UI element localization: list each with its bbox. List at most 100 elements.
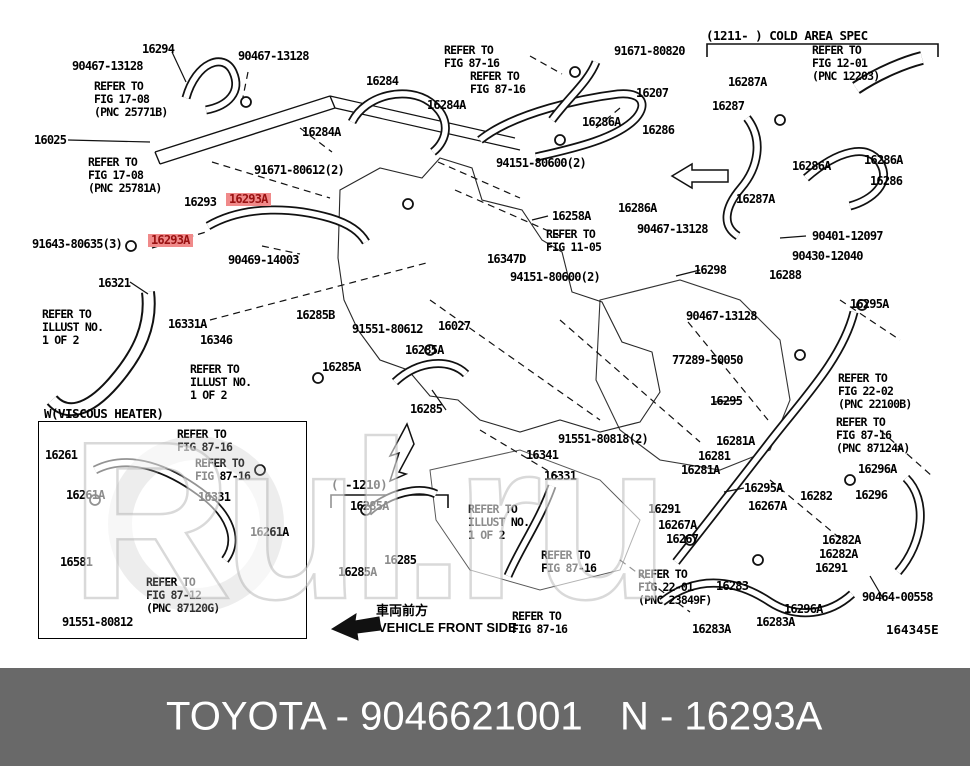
part-label: REFER TO FIG 22-02 (PNC 22100B) — [838, 371, 912, 411]
part-label: REFER TO FIG 87-16 — [195, 456, 251, 483]
part-label: 16285A — [322, 360, 361, 374]
part-label: 16347D — [487, 252, 526, 266]
selected-part-label[interactable]: 16293A — [226, 192, 271, 207]
part-label: 16291 — [648, 502, 681, 516]
part-label: 16267A — [748, 499, 787, 513]
part-label: 16296 — [855, 488, 888, 502]
part-label: 16283A — [756, 615, 795, 629]
vehicle-front-arrow-icon — [330, 613, 382, 641]
part-label: REFER TO FIG 17-08 (PNC 25771B) — [94, 79, 168, 119]
part-label: 16281A — [681, 463, 720, 477]
part-label: 16295 — [710, 394, 743, 408]
part-label: 16286A — [582, 115, 621, 129]
part-label: REFER TO FIG 87-16 — [541, 548, 597, 575]
part-label: 16284A — [302, 125, 341, 139]
part-label: 16293 — [184, 195, 217, 209]
part-label: 16025 — [34, 133, 67, 147]
part-label: REFER TO FIG 87-16 — [444, 43, 500, 70]
part-label: 91551-80612 — [352, 322, 423, 336]
part-label: 90401-12097 — [812, 229, 883, 243]
part-label: REFER TO ILLUST NO. 1 OF 2 — [190, 362, 252, 402]
part-label: REFER TO FIG 87-16 — [470, 69, 526, 96]
part-label: 16281 — [698, 449, 731, 463]
part-label: 16286 — [642, 123, 675, 137]
up-arrow-icon — [388, 422, 415, 483]
part-label: 16321 — [98, 276, 131, 290]
part-label: 90467-13128 — [238, 49, 309, 63]
part-label: 90467-13128 — [686, 309, 757, 323]
part-label: 16267A — [658, 518, 697, 532]
part-label: 91643-80635(3) — [32, 237, 123, 251]
part-label: REFER TO ILLUST NO. 1 OF 2 — [42, 307, 104, 347]
part-label: 16288 — [769, 268, 802, 282]
part-label: 16331 — [544, 469, 577, 483]
part-label: 16291 — [815, 561, 848, 575]
part-label: 16287 — [712, 99, 745, 113]
part-label: 16285A — [338, 565, 377, 579]
vehicle-front-side-en: VEHICLE FRONT SIDE — [378, 620, 517, 635]
part-label: 16346 — [200, 333, 233, 347]
part-label: 16283A — [692, 622, 731, 636]
diagram-code: 164345E — [886, 622, 939, 637]
part-label: 16258A — [552, 209, 591, 223]
part-label: 16261A — [66, 488, 105, 502]
part-label: 16331 — [198, 490, 231, 504]
vehicle-front-side-jp: 車両前方 — [376, 603, 429, 618]
part-label: 91671-80612(2) — [254, 163, 345, 177]
part-label: 16296A — [784, 602, 823, 616]
part-label: 16283 — [716, 579, 749, 593]
part-label: 94151-80600(2) — [510, 270, 601, 284]
part-label: 16286 — [870, 174, 903, 188]
part-label: 91551-80818(2) — [558, 432, 649, 446]
part-label: 16285 — [410, 402, 443, 416]
part-label: REFER TO FIG 12-01 (PNC 12203) — [812, 43, 880, 83]
viscous-heater-header: W(VISCOUS HEATER) — [44, 406, 164, 421]
part-label: 16296A — [858, 462, 897, 476]
cold-area-spec-header: (1211- ) COLD AREA SPEC — [706, 28, 868, 43]
footer-brand-part-number: TOYOTA - 9046621001 — [166, 694, 583, 739]
part-label: 16295A — [744, 481, 783, 495]
part-label: 16286A — [792, 159, 831, 173]
part-label: 16287A — [736, 192, 775, 206]
selected-part-label[interactable]: 16293A — [148, 233, 193, 248]
part-label: 16581 — [60, 555, 93, 569]
part-label: 16281A — [716, 434, 755, 448]
part-label: 77289-50050 — [672, 353, 743, 367]
part-label: 16261A — [250, 525, 289, 539]
part-label: 94151-80600(2) — [496, 156, 587, 170]
part-label: 16027 — [438, 319, 471, 333]
diagram-line-art — [46, 43, 939, 641]
part-label: REFER TO FIG 87-16 — [177, 427, 233, 454]
part-label: REFER TO ILLUST NO. 1 OF 2 — [468, 502, 530, 542]
part-label: 16298 — [694, 263, 727, 277]
part-label: 16267 — [666, 532, 699, 546]
part-label: 16286A — [618, 201, 657, 215]
part-label: 16341 — [526, 448, 559, 462]
part-label: 91671-80820 — [614, 44, 685, 58]
part-label: 16284A — [427, 98, 466, 112]
part-label: 90469-14003 — [228, 253, 299, 267]
part-label: 16285A — [405, 343, 444, 357]
part-label: REFER TO FIG 87-12 (PNC 87120G) — [146, 575, 220, 615]
part-label: 16282 — [800, 489, 833, 503]
part-label: 16286A — [864, 153, 903, 167]
part-label: 16282A — [819, 547, 858, 561]
part-label: REFER TO FIG 11-05 — [546, 227, 602, 254]
part-label: 90464-00558 — [862, 590, 933, 604]
part-label: 16287A — [728, 75, 767, 89]
part-label: 16261 — [45, 448, 78, 462]
part-label: 90430-12040 — [792, 249, 863, 263]
part-label: 16285 — [384, 553, 417, 567]
range-bracket-label: ( -1210) — [331, 477, 388, 492]
part-label: 16207 — [636, 86, 669, 100]
part-label: REFER TO FIG 17-08 (PNC 25781A) — [88, 155, 162, 195]
part-label: 16285B — [296, 308, 335, 322]
left-arrow-icon — [670, 162, 729, 190]
viscous-heater-box — [38, 421, 307, 639]
part-label: 16284 — [366, 74, 399, 88]
footer-part-code: N - 16293A — [620, 694, 823, 739]
footer-bar: TOYOTA - 9046621001 N - 16293A — [0, 668, 970, 766]
parts-diagram: Rul.ru (1211- ) COLD AREA SPEC W(VISCOUS… — [32, 28, 939, 641]
